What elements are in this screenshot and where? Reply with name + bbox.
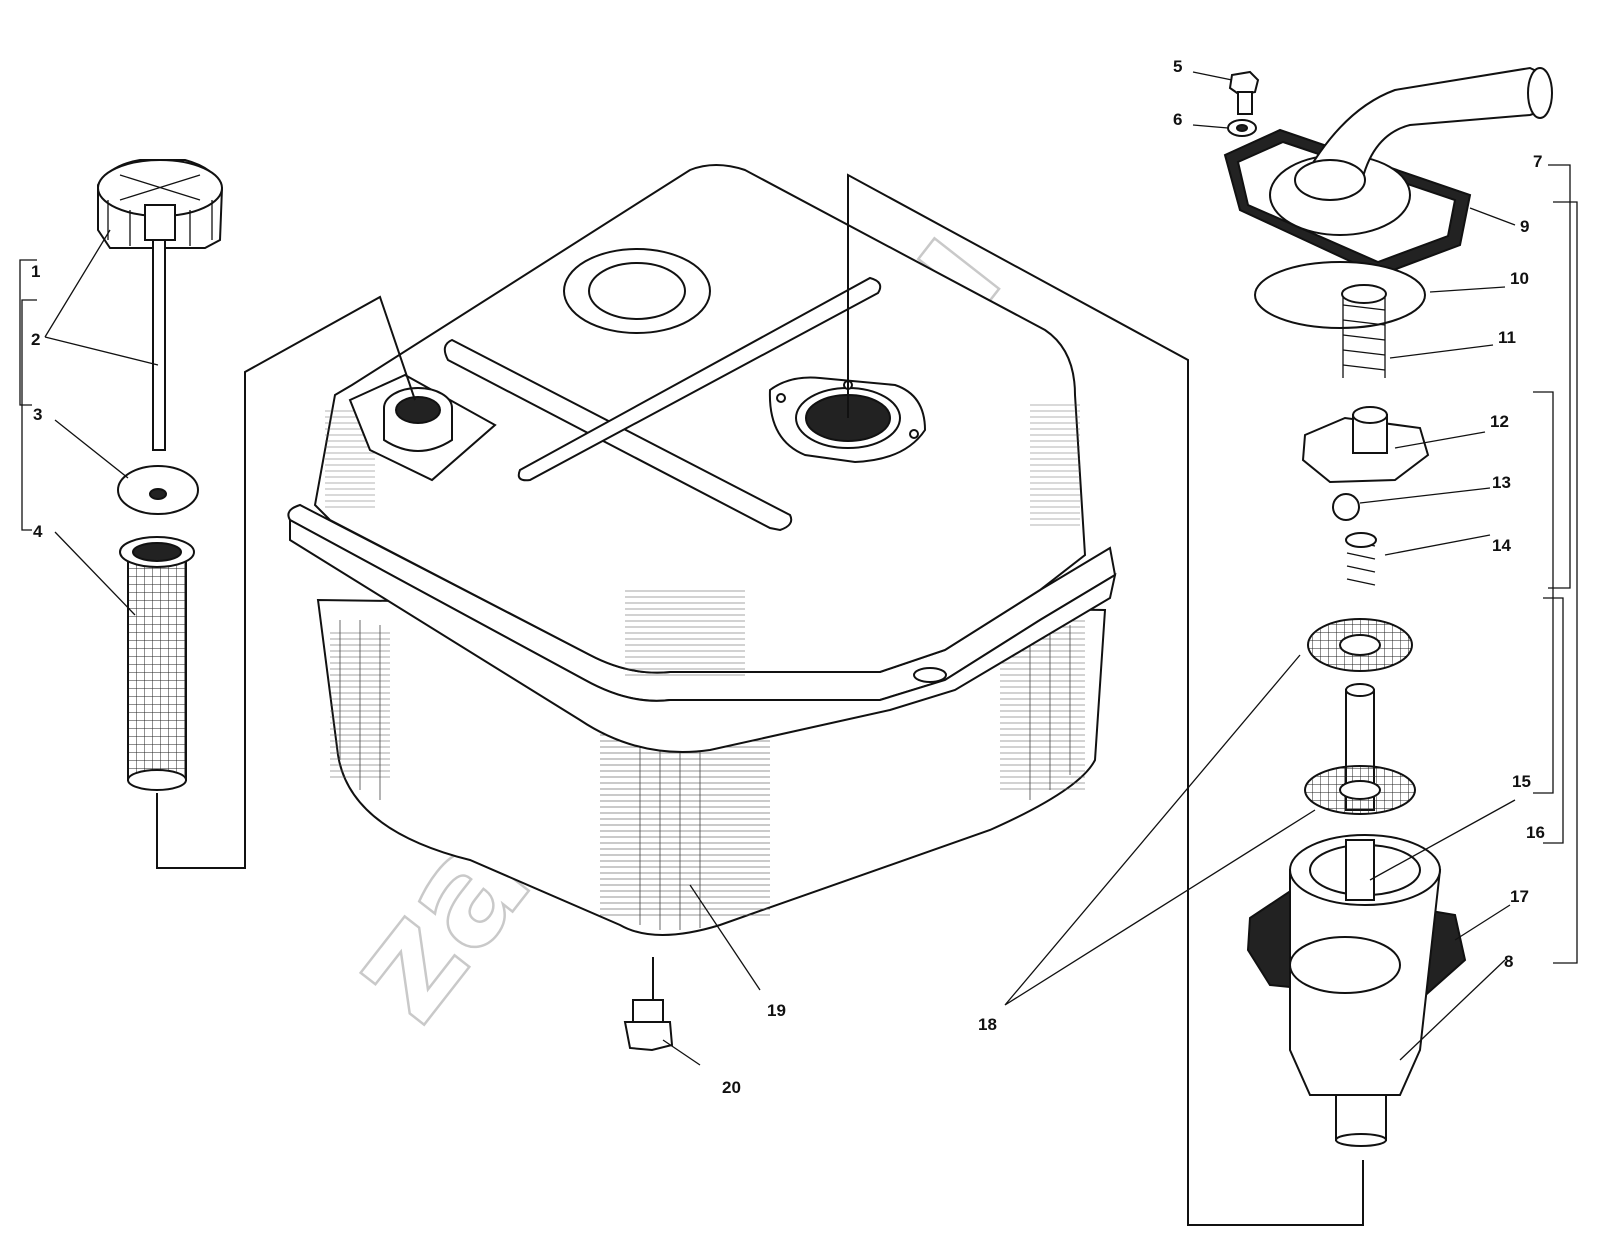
washer bbox=[1227, 119, 1257, 137]
callout-2: 2 bbox=[31, 330, 40, 349]
intake-cover-with-pipe bbox=[1223, 66, 1553, 277]
callout-5: 5 bbox=[1173, 57, 1182, 76]
leader-lines bbox=[19, 71, 1578, 1226]
callout-18: 18 bbox=[978, 1015, 997, 1034]
callout-9: 9 bbox=[1520, 217, 1529, 236]
valve-body bbox=[1301, 406, 1430, 484]
filler-strainer bbox=[119, 536, 195, 791]
callout-7: 7 bbox=[1533, 152, 1542, 171]
callout-17: 17 bbox=[1510, 887, 1529, 906]
strainer-disc bbox=[1307, 618, 1413, 672]
lower-spring bbox=[1345, 532, 1377, 586]
fuel-tank bbox=[287, 164, 1117, 936]
callout-11: 11 bbox=[1498, 328, 1516, 347]
filler-cap-with-dipstick bbox=[97, 159, 224, 451]
bolt bbox=[1228, 70, 1260, 115]
callout-20: 20 bbox=[722, 1078, 741, 1097]
callout-8: 8 bbox=[1504, 952, 1513, 971]
o-ring bbox=[1254, 261, 1426, 329]
callout-labels: 1 2 3 4 5 6 7 8 9 10 11 12 13 14 15 16 1… bbox=[31, 57, 1545, 1097]
filler-gasket bbox=[117, 465, 199, 515]
callout-13: 13 bbox=[1492, 473, 1511, 492]
strainer-ring bbox=[1304, 765, 1416, 815]
callout-16: 16 bbox=[1526, 823, 1545, 842]
callout-12: 12 bbox=[1490, 412, 1509, 431]
callout-10: 10 bbox=[1510, 269, 1529, 288]
callout-3: 3 bbox=[33, 405, 42, 424]
drain-plug bbox=[623, 999, 674, 1052]
upper-spring bbox=[1341, 284, 1387, 378]
intake-housing bbox=[1246, 834, 1467, 1147]
callout-19: 19 bbox=[767, 1001, 786, 1020]
callout-1: 1 bbox=[31, 262, 40, 281]
callout-4: 4 bbox=[33, 522, 43, 541]
callout-15: 15 bbox=[1512, 772, 1531, 791]
callout-6: 6 bbox=[1173, 110, 1182, 129]
callout-14: 14 bbox=[1492, 536, 1511, 555]
check-ball bbox=[1332, 493, 1360, 521]
